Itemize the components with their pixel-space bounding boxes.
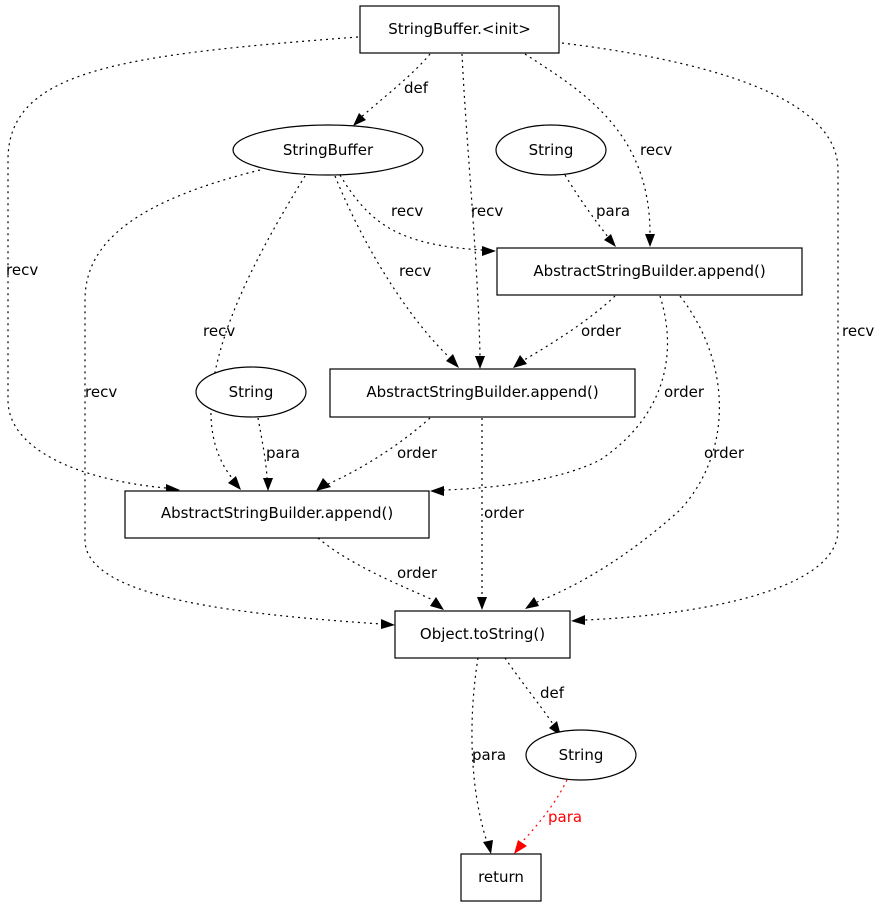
edge-label-recv: recv: [85, 383, 117, 401]
edge-init-to-append-right: recv: [524, 53, 672, 247]
edge-label-recv: recv: [842, 322, 874, 340]
node-label: return: [478, 868, 524, 886]
edge-append-right-to-tostring: order: [525, 295, 745, 609]
edge-label-order: order: [484, 504, 525, 522]
node-append-left[interactable]: AbstractStringBuilder.append(): [124, 490, 430, 539]
node-string-out[interactable]: String: [525, 729, 637, 781]
node-label: StringBuffer: [283, 141, 374, 159]
edge-label-recv: recv: [471, 202, 503, 220]
edge-stringbuffer-to-tostring: recv: [84, 169, 395, 629]
node-label: AbstractStringBuilder.append(): [366, 383, 598, 401]
edge-label-recv: recv: [640, 141, 672, 159]
edge-label-order: order: [704, 444, 745, 462]
edge-append-right-to-append-mid: order: [513, 295, 622, 368]
node-label: StringBuffer.<init>: [388, 20, 531, 38]
edge-stringbuffer-to-append-right: recv: [339, 174, 496, 256]
edge-append-mid-to-append-left: order: [316, 417, 438, 491]
edge-label-para: para: [596, 202, 630, 220]
edge-label-order: order: [397, 444, 438, 462]
edge-label-order: order: [581, 322, 622, 340]
edge-stringbuffer-to-append-mid: recv: [334, 175, 459, 368]
edge-tostring-to-string-out: def: [504, 657, 565, 736]
node-stringbuffer[interactable]: StringBuffer: [232, 124, 424, 176]
edge-string-out-to-return: para: [514, 779, 582, 854]
edge-string-top-to-append-right: para: [564, 174, 630, 247]
edge-tostring-to-return: para: [471, 657, 506, 854]
node-label: String: [229, 383, 274, 401]
edge-append-right-to-append-left: order: [430, 295, 705, 496]
node-object-tostring[interactable]: Object.toString(): [394, 610, 571, 659]
edge-label-def: def: [404, 79, 429, 97]
node-return[interactable]: return: [460, 853, 542, 902]
edge-label-para: para: [266, 444, 300, 462]
node-label: Object.toString(): [420, 625, 545, 643]
node-string-left[interactable]: String: [195, 366, 307, 418]
edge-append-left-to-tostring: order: [317, 537, 444, 610]
node-string-top[interactable]: String: [495, 124, 607, 176]
edge-label-order: order: [397, 564, 438, 582]
edge-stringbuffer-to-append-left: recv: [203, 175, 306, 490]
edge-label-para: para: [548, 808, 582, 826]
node-stringbuffer-init[interactable]: StringBuffer.<init>: [359, 5, 560, 54]
edge-label-para: para: [472, 746, 506, 764]
edge-label-recv: recv: [391, 202, 423, 220]
edge-label-recv: recv: [203, 322, 235, 340]
edge-label-recv: recv: [6, 261, 38, 279]
edge-label-order: order: [664, 383, 705, 401]
edge-init-to-append-mid: recv: [461, 53, 503, 369]
edge-init-to-append-left: recv: [6, 36, 359, 494]
node-label: AbstractStringBuilder.append(): [533, 262, 765, 280]
edge-label-def: def: [540, 684, 565, 702]
node-label: String: [559, 746, 604, 764]
edge-string-left-to-append-left: para: [257, 417, 300, 491]
node-label: String: [529, 141, 574, 159]
node-append-mid[interactable]: AbstractStringBuilder.append(): [329, 368, 636, 418]
node-label: AbstractStringBuilder.append(): [161, 504, 393, 522]
edge-label-recv: recv: [399, 262, 431, 280]
node-append-right[interactable]: AbstractStringBuilder.append(): [496, 247, 803, 296]
edge-init-to-tostring: recv: [561, 42, 874, 625]
edge-append-mid-to-tostring: order: [477, 418, 525, 610]
edge-init-to-stringbuffer: def: [353, 53, 431, 126]
